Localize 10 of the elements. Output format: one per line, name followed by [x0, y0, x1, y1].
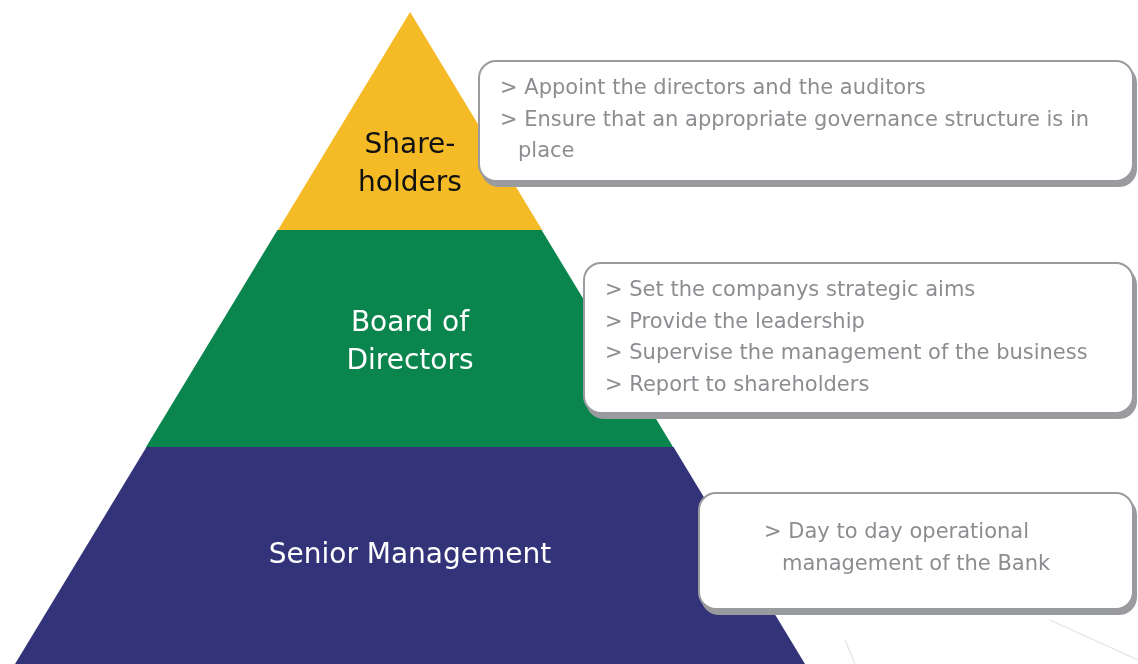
tier-label: Board of Directors — [345, 304, 475, 378]
bullet-text: > Report to shareholders — [605, 370, 871, 398]
bullet-text: > Ensure that an appropriate governance structure is in place — [500, 105, 1091, 164]
bullet-text: > Supervise the management of the business — [605, 339, 1089, 366]
tier-label: Senior Management — [267, 536, 553, 572]
bullet-text: > Provide the leadership — [605, 307, 866, 335]
bullet-text: > Set the companys strategic aims — [605, 276, 977, 303]
tier-label: Share- holders — [357, 126, 463, 200]
bullet-text: > Appoint the directors and the auditors — [500, 74, 927, 101]
bullet-text: > Day to day operational management of the Bank — [764, 518, 1052, 577]
